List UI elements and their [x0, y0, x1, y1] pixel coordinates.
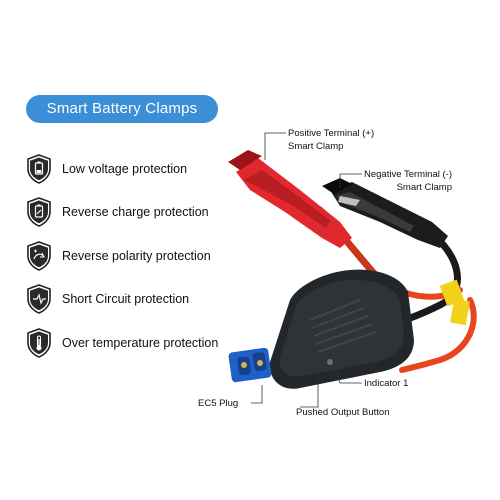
page-title: Smart Battery Clamps	[26, 95, 218, 123]
callout-line: Positive Terminal (+)	[288, 128, 375, 139]
pushed-output-button-callout: Pushed Output Button	[296, 407, 390, 418]
feature-item: Low voltage protection	[26, 152, 187, 186]
battery-shield-icon	[27, 197, 51, 227]
circuit-shield-icon	[27, 284, 51, 314]
feature-item: Over temperature protection	[26, 326, 218, 360]
callout-line: Negative Terminal (-)	[364, 169, 452, 180]
feature-label: Reverse polarity protection	[62, 249, 211, 263]
feature-label: Low voltage protection	[62, 162, 188, 176]
thermometer-shield-icon	[27, 328, 51, 358]
feature-item: Short Circuit protection	[26, 282, 189, 316]
positive-terminal-callout: Positive Terminal (+) Smart Clamp	[288, 127, 374, 153]
negative-terminal-callout: Negative Terminal (-) Smart Clamp	[364, 168, 452, 194]
callout-line: Smart Clamp	[288, 141, 344, 152]
indicator-callout: Indicator 1	[364, 378, 409, 389]
feature-label: Over temperature protection	[62, 336, 219, 350]
polarity-shield-icon	[27, 241, 51, 271]
feature-label: Reverse charge protection	[62, 205, 209, 219]
battery-shield-icon	[27, 154, 51, 184]
ec5-plug-callout: EC5 Plug	[198, 398, 239, 409]
feature-item: Reverse charge protection	[26, 195, 209, 229]
feature-label: Short Circuit protection	[62, 292, 190, 306]
callout-line: Smart Clamp	[396, 182, 452, 193]
feature-item: Reverse polarity protection	[26, 239, 211, 273]
